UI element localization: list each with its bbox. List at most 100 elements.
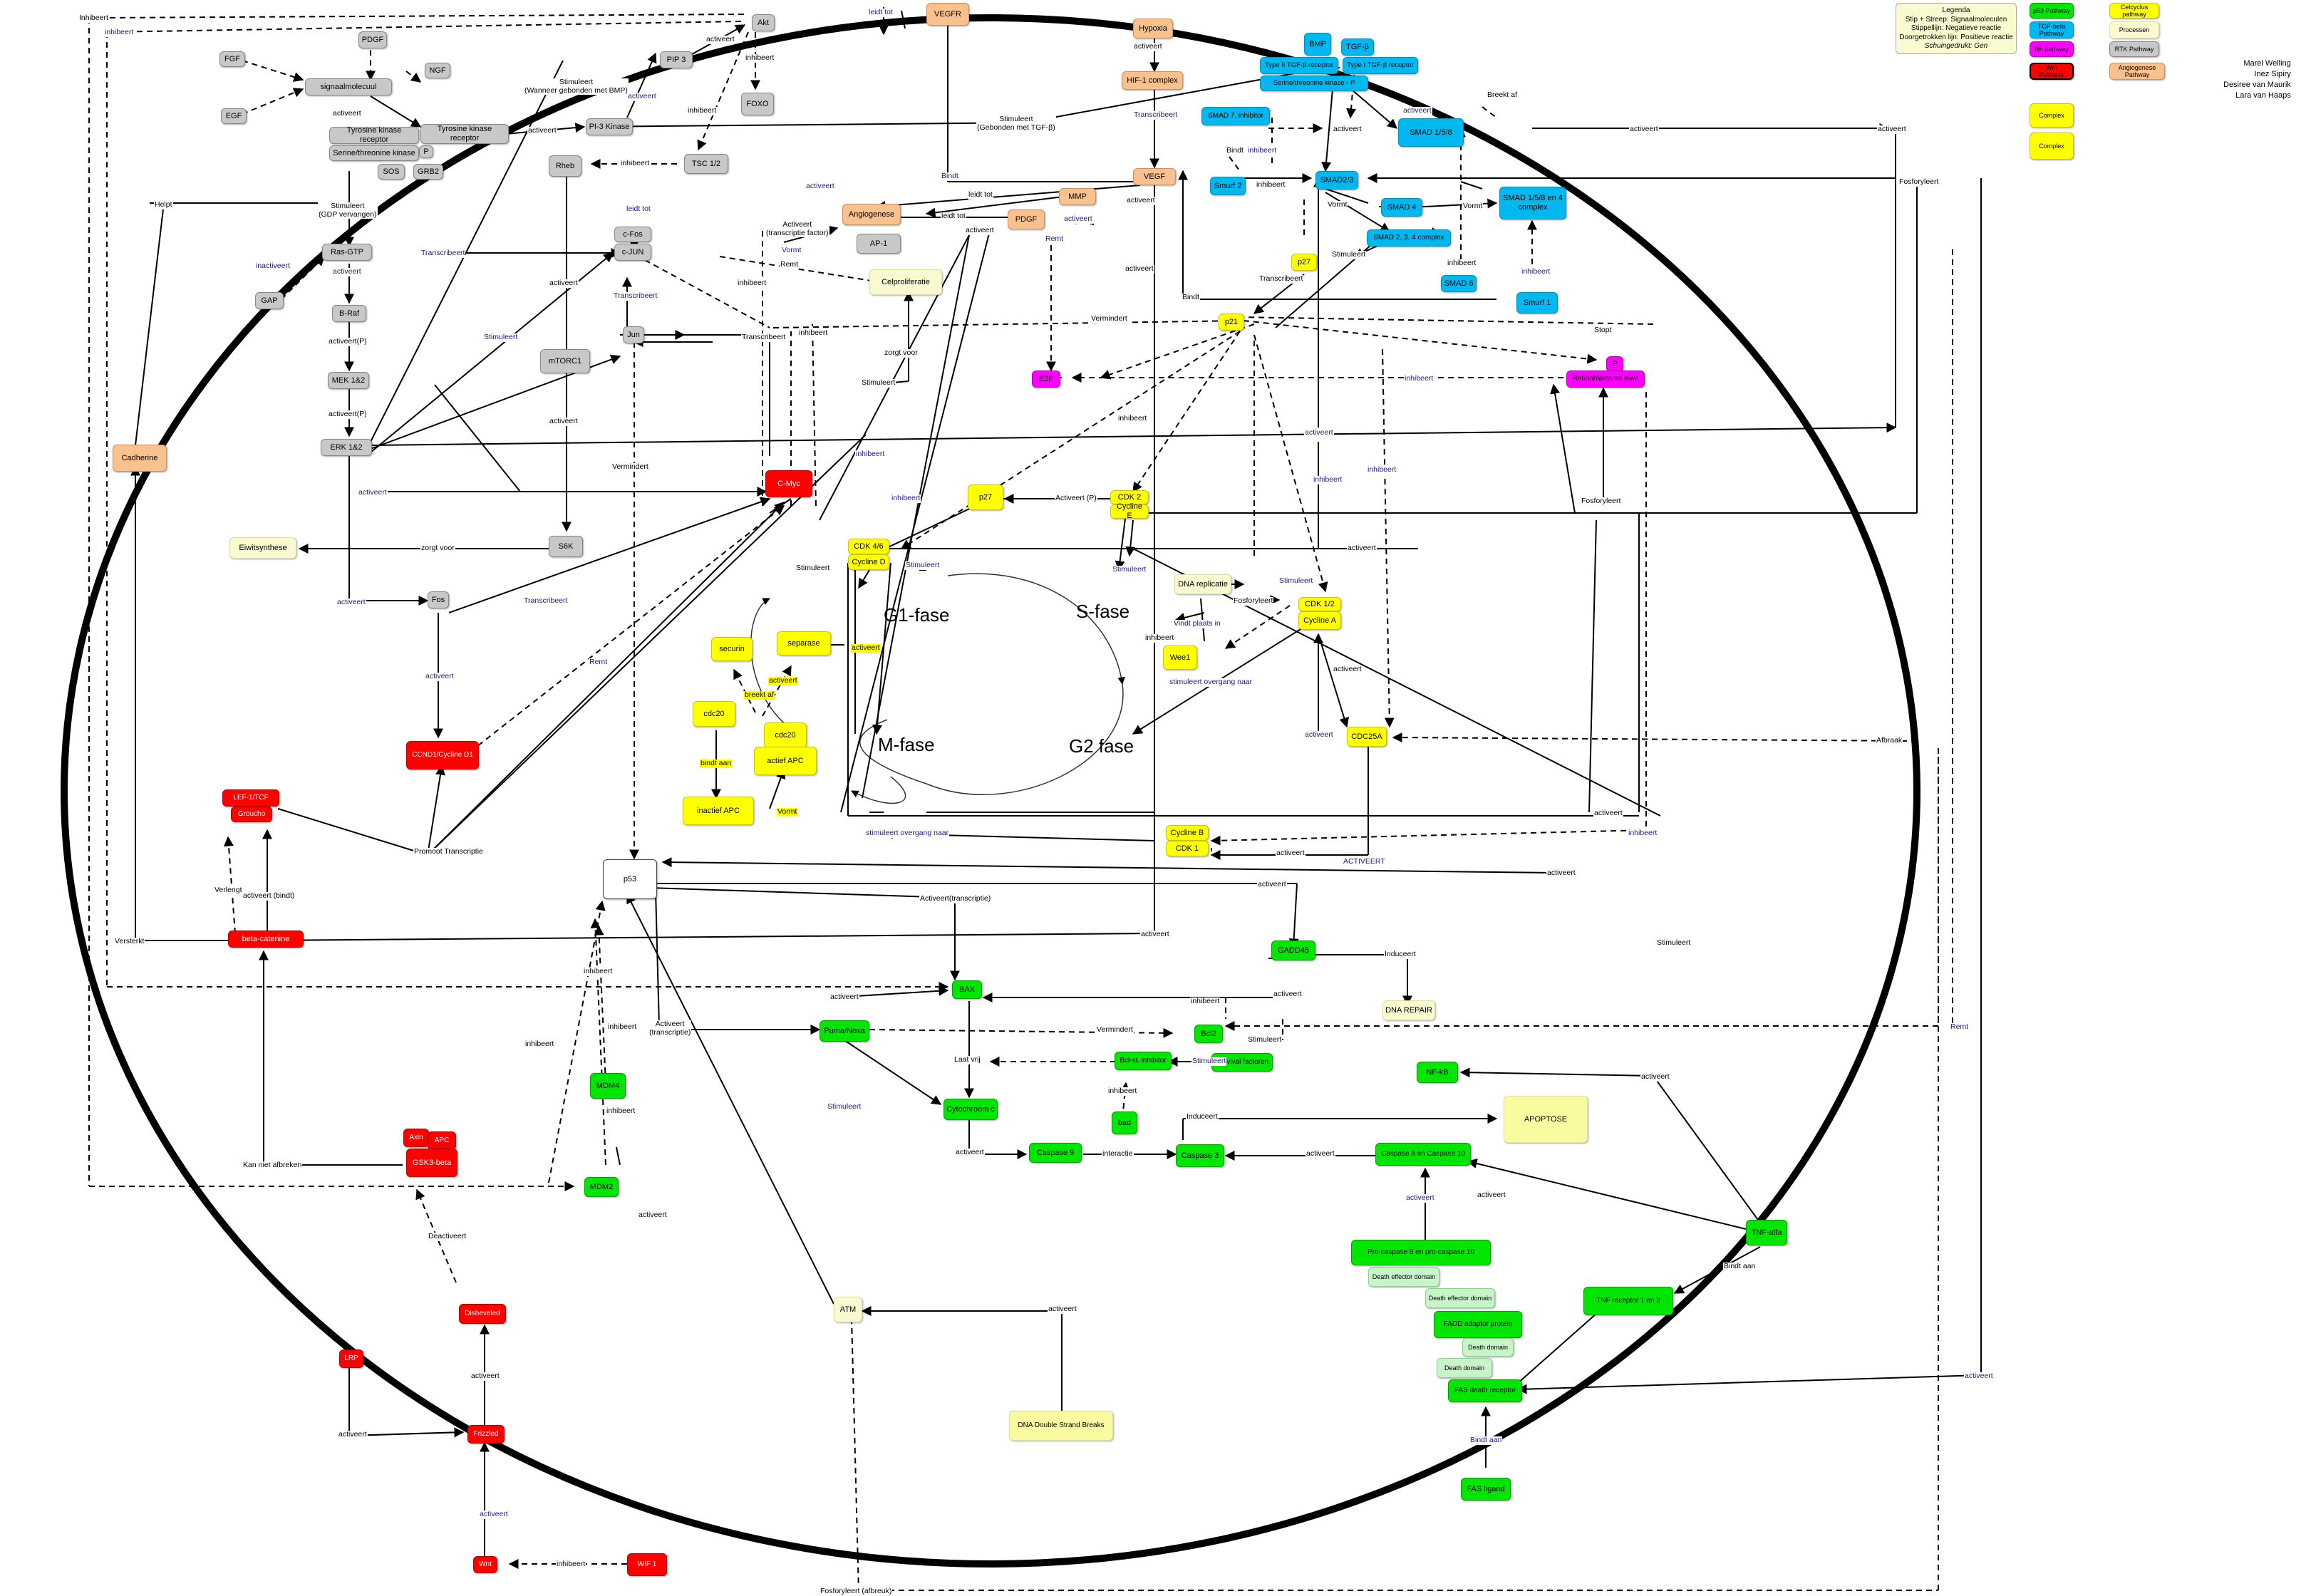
node-groucho[interactable]: Groucho: [231, 807, 272, 822]
node-b-raf[interactable]: B-Raf: [332, 305, 366, 322]
node-cycline-e[interactable]: Cycline E: [1110, 502, 1149, 520]
node-p21[interactable]: p21: [1219, 314, 1244, 331]
node-axin[interactable]: Axin: [403, 1129, 429, 1147]
node-ap1[interactable]: AP-1: [857, 234, 901, 254]
node-fadd[interactable]: FADD adaptor protein: [1434, 1311, 1522, 1338]
node-cdk12[interactable]: CDK 1/2: [1298, 597, 1341, 611]
node-s6k[interactable]: S6K: [549, 536, 583, 557]
node-cycline-b[interactable]: Cycline B: [1166, 825, 1209, 841]
node-c-jun[interactable]: c-JUN: [614, 244, 651, 261]
node-pro-caspase[interactable]: Pro-caspase 8 en pro-caspase 10: [1351, 1240, 1491, 1265]
node-gadd45[interactable]: GADD45: [1271, 940, 1315, 960]
node-smad234-complex[interactable]: SMAD 2, 3, 4 complex: [1367, 229, 1451, 247]
node-caspase-8-10[interactable]: Caspase 8 en Caspase 10: [1375, 1143, 1471, 1166]
node-nfkb[interactable]: NF-kB: [1417, 1062, 1458, 1083]
node-bad[interactable]: bad: [1112, 1112, 1137, 1134]
node-celproliferatie[interactable]: Celproliferatie: [869, 269, 942, 295]
node-tyrosine-kinase-receptor[interactable]: Tyrosine kinase receptor: [420, 124, 509, 144]
node-erk[interactable]: ERK 1&2: [321, 439, 372, 456]
node-mek[interactable]: MEK 1&2: [328, 372, 369, 389]
node-cycline-a[interactable]: Cycline A: [1298, 611, 1341, 630]
node-c-fos[interactable]: c-Fos: [614, 227, 651, 242]
node-cdk46[interactable]: CDK 4/6: [848, 539, 889, 554]
node-pi3-kinase[interactable]: PI-3 Kinase: [586, 118, 633, 135]
node-vegfr[interactable]: VEGFR: [926, 3, 969, 26]
node-bcl-xl-inhibitor[interactable]: Bcl-xL inhibitor: [1115, 1052, 1172, 1070]
node-fgf[interactable]: FGF: [219, 51, 245, 67]
node-jun[interactable]: Jun: [623, 326, 644, 343]
node-e2f[interactable]: E2F: [1032, 370, 1060, 388]
node-tgf-beta[interactable]: TGF-β: [1341, 38, 1374, 56]
node-inactief-apc[interactable]: inactief APC: [683, 797, 754, 825]
node-mtorc1[interactable]: mTORC1: [540, 349, 590, 373]
node-sos[interactable]: SOS: [378, 164, 405, 180]
node-cdc20[interactable]: cdc20: [693, 701, 735, 727]
node-akt[interactable]: Akt: [752, 14, 775, 31]
node-fos[interactable]: Fos: [428, 591, 449, 608]
node-caspase3[interactable]: Caspase 3: [1176, 1144, 1224, 1167]
node-retinoblastoom[interactable]: Retinoblastoom eiwit: [1566, 370, 1645, 388]
node-smad23[interactable]: SMAD2/3: [1315, 171, 1358, 190]
node-p27[interactable]: p27: [968, 484, 1003, 510]
node-pip3[interactable]: PIP 3: [660, 51, 693, 68]
node-foxo[interactable]: FOXO: [741, 93, 774, 115]
node-pdgf[interactable]: PDGF: [1008, 209, 1045, 229]
node-smad158-4-complex[interactable]: SMAD 1/5/8 en 4 complex: [1499, 187, 1566, 219]
node-bcl2[interactable]: Bcl2: [1194, 1025, 1223, 1043]
node-hif1-complex[interactable]: HIF-1 complex: [1122, 71, 1183, 90]
node-smad4[interactable]: SMAD 4: [1381, 198, 1422, 217]
node-lef-tcf[interactable]: LEF-1/TCF: [222, 789, 279, 807]
node-actief-apc[interactable]: actief APC: [754, 747, 817, 775]
node-smurf2[interactable]: Smurf 2: [1210, 177, 1246, 195]
node-tnf-receptor[interactable]: TNF receptor 1 en 2: [1583, 1287, 1673, 1315]
node-atm[interactable]: ATM: [834, 1297, 862, 1322]
node-puma-noxa[interactable]: Puma/Noxa: [820, 1020, 869, 1042]
node-p53[interactable]: p53: [603, 859, 657, 899]
node-dna-repair[interactable]: DNA REPAIR: [1382, 1000, 1435, 1020]
node-c-myc[interactable]: C-Myc: [765, 470, 812, 497]
node-smad6[interactable]: SMAD 6: [1441, 275, 1477, 292]
node-egf[interactable]: EGF: [221, 108, 247, 124]
node-ras-gtp[interactable]: Ras-GTP: [322, 244, 372, 261]
node-mmp[interactable]: MMP: [1059, 188, 1096, 205]
node-dna-replicatie[interactable]: DNA replicatie: [1174, 574, 1231, 594]
node-tsc[interactable]: TSC 1/2: [684, 154, 728, 174]
node-grb2[interactable]: GRB2: [413, 164, 443, 180]
node-type2-receptor[interactable]: Type II TGF-β receptor: [1260, 57, 1338, 74]
node-serine-threonine-kinase[interactable]: Serine/threonine kinase: [329, 145, 419, 161]
node-lrp[interactable]: LRP: [339, 1349, 363, 1368]
node-cdc25a[interactable]: CDC25A: [1347, 727, 1387, 747]
node-wee1[interactable]: Wee1: [1163, 646, 1197, 670]
node-fas-ligand[interactable]: FAS ligand: [1461, 1478, 1511, 1501]
node-pdgf[interactable]: PDGF: [358, 31, 387, 48]
node-cdc20[interactable]: cdc20: [764, 722, 807, 748]
node-type1-receptor[interactable]: Type I TGF-β receptor: [1343, 57, 1418, 74]
node-bmp[interactable]: BMP: [1304, 33, 1331, 56]
node-mdm4[interactable]: MDM4: [590, 1073, 626, 1099]
node-smad7[interactable]: SMAD 7, inhibitor: [1201, 107, 1270, 125]
node-mdm2[interactable]: MDM2: [584, 1177, 619, 1197]
node-securin[interactable]: securin: [711, 637, 753, 661]
node-apc[interactable]: APC: [428, 1131, 456, 1150]
node-cdk2[interactable]: CDK 2: [1110, 490, 1149, 504]
node-smad158[interactable]: SMAD 1/5/8: [1398, 118, 1464, 147]
node-frizzled[interactable]: Frizzled: [467, 1425, 505, 1444]
node-cycline-d[interactable]: Cycline D: [848, 554, 889, 570]
node-tyrosine-kinase-receptor[interactable]: Tyrosine kinase receptor: [329, 126, 419, 144]
node-dna-double-strand-breaks[interactable]: DNA Double Strand Breaks: [1009, 1411, 1113, 1441]
node-fas-death-receptor[interactable]: FAS death receptor: [1448, 1379, 1522, 1402]
node-caspase9[interactable]: Caspase 9: [1029, 1143, 1082, 1163]
node-apoptose[interactable]: APOPTOSE: [1504, 1096, 1588, 1143]
node-ser-thr-kinase-p[interactable]: Serine/threonine kinase - P: [1260, 76, 1368, 91]
node-signaalmolecuul[interactable]: signaalmolecuul: [305, 78, 392, 95]
node-cytochroom-c[interactable]: Cytochroom c: [943, 1099, 998, 1120]
node-disheveled[interactable]: Disheveled: [459, 1304, 506, 1324]
node-bax[interactable]: BAX: [952, 980, 982, 999]
node-survival-factoren[interactable]: Survival factoren: [1211, 1053, 1273, 1072]
node-p27[interactable]: p27: [1291, 254, 1317, 271]
node-tnf-alfa[interactable]: TNF-alfa: [1746, 1220, 1787, 1245]
node-ngf[interactable]: NGF: [425, 63, 450, 78]
node-separase[interactable]: separase: [777, 631, 831, 656]
node-vegf[interactable]: VEGF: [1133, 168, 1176, 185]
node-wif1[interactable]: WIF 1: [627, 1553, 667, 1576]
